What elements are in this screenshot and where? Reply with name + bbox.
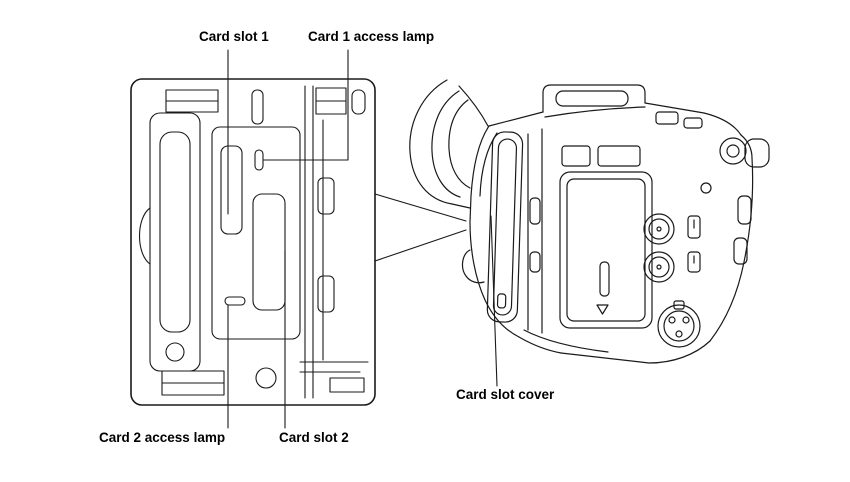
card-slot-cover-shape [486,131,524,323]
label-card-2-access-lamp: Card 2 access lamp [99,430,226,445]
detail-left-body-shapes [139,89,225,396]
detail-view [130,78,376,406]
card-slot-1-shape [220,145,243,235]
card-2-access-lamp-shape [224,296,246,306]
slot-compartment [211,126,301,340]
camera-body-outline [461,84,754,364]
card-slot-2-shape [252,193,286,311]
magnifier-wedge [374,193,467,262]
leader-lines [227,49,498,429]
rear-knob-shapes [655,111,770,265]
label-card-1-access-lamp: Card 1 access lamp [308,29,435,44]
leader-card-slot-cover [490,215,498,387]
detail-right-edge-shapes [251,85,369,399]
camera-side-view [409,79,770,364]
audio-connector-shapes [643,182,712,283]
side-strip-shapes [527,128,543,334]
label-card-slot-cover: Card slot cover [456,387,555,402]
leader-card-1-access-lamp [263,49,349,161]
lens-arcs [409,79,489,209]
detail-view-frame [130,78,376,406]
label-card-slot-1: Card slot 1 [199,29,269,44]
card-1-access-lamp-shape [254,149,264,171]
label-card-slot-2: Card slot 2 [279,430,349,445]
xlr-connector-shape [657,300,701,348]
media-door-shape [559,145,653,329]
